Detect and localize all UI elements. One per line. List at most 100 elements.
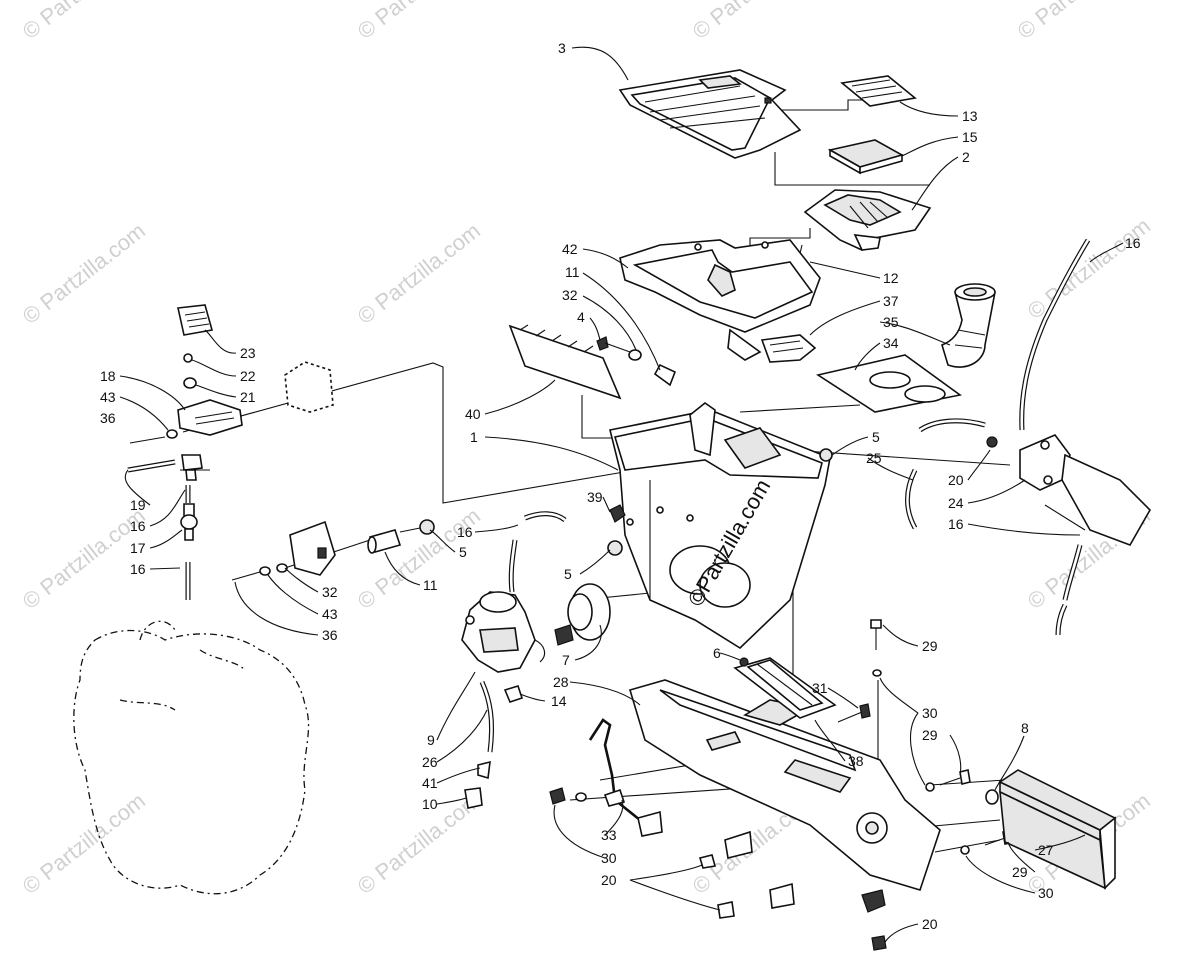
washer-30-top	[872, 669, 882, 677]
intake-boot	[941, 283, 996, 368]
callout-40: 40	[465, 406, 481, 422]
nut-22	[183, 353, 193, 363]
callout-36: 36	[100, 410, 116, 426]
washer-21	[183, 377, 197, 389]
plug-8	[985, 789, 999, 805]
bolt-29-mid	[939, 769, 971, 786]
callout-30: 30	[1038, 885, 1054, 901]
callout-16: 16	[130, 518, 146, 534]
label-plate	[177, 304, 214, 336]
callout-5: 5	[564, 566, 572, 582]
engine-outline-detail	[119, 620, 246, 711]
grommet	[760, 334, 817, 363]
pump-phantom	[284, 361, 334, 413]
fuel-pump	[1019, 434, 1151, 546]
callout-27: 27	[1038, 842, 1054, 858]
callout-1: 1	[470, 429, 478, 445]
callout-34: 34	[883, 335, 899, 351]
pump-hose-reference	[1044, 504, 1086, 531]
callout-17: 17	[130, 540, 146, 556]
washer-30-low	[960, 845, 970, 855]
silencer-gasket	[733, 657, 837, 719]
screw-36	[129, 436, 166, 444]
callout-22: 22	[240, 368, 256, 384]
bolt-31	[837, 703, 871, 723]
callout-31: 31	[812, 680, 828, 696]
callout-30: 30	[922, 705, 938, 721]
screw-washer-lower	[231, 563, 288, 581]
callout-19: 19	[130, 497, 146, 513]
watermark: © Partzilla.com	[353, 218, 485, 329]
watermark: © Partzilla.com	[18, 788, 150, 899]
callout-24: 24	[948, 495, 964, 511]
watermark: © Partzilla.com	[1013, 0, 1145, 44]
watermark: © Partzilla.com	[688, 0, 820, 44]
callout-12: 12	[883, 270, 899, 286]
callout-11: 11	[423, 577, 438, 593]
callout-16: 16	[1125, 235, 1141, 251]
callout-3: 3	[558, 40, 566, 56]
callout-35: 35	[883, 314, 899, 330]
callout-15: 15	[962, 129, 978, 145]
callout-43: 43	[100, 389, 116, 405]
fitting-10	[464, 787, 483, 809]
callout-36: 36	[322, 627, 338, 643]
mount-nuts	[549, 787, 887, 951]
grommet-right	[819, 448, 833, 462]
callout-21: 21	[240, 389, 256, 405]
callout-11: 11	[565, 264, 580, 280]
callout-28: 28	[553, 674, 569, 690]
callout-29: 29	[1012, 864, 1028, 880]
callout-37: 37	[883, 293, 899, 309]
clip	[609, 504, 626, 523]
callout-23: 23	[240, 345, 256, 361]
callout-41: 41	[422, 775, 438, 791]
washer-43	[166, 429, 178, 439]
silencer-housing	[629, 679, 941, 891]
callout-38: 38	[848, 753, 864, 769]
filter-element	[827, 139, 905, 175]
watermark-layer: © Partzilla.com © Partzilla.com © Partzi…	[18, 0, 1155, 899]
engine-outline	[73, 629, 310, 895]
callout-9: 9	[427, 732, 435, 748]
gasket-plate	[815, 354, 962, 413]
elbow-fitting	[181, 454, 203, 481]
airbox-upper	[619, 239, 821, 361]
insulator-strip	[508, 324, 622, 400]
leader-lines	[119, 46, 1124, 943]
filter-reference	[774, 152, 930, 186]
callout-18: 18	[100, 368, 116, 384]
callout-8: 8	[1021, 720, 1029, 736]
callout-6: 6	[713, 645, 721, 661]
callout-5: 5	[872, 429, 880, 445]
callout-33: 33	[601, 827, 617, 843]
callout-25: 25	[866, 450, 882, 466]
nut-6	[739, 657, 749, 667]
hoses	[127, 238, 1091, 753]
carburetor-adapter	[554, 583, 611, 646]
callout-10: 10	[422, 796, 438, 812]
intake-grille	[998, 769, 1117, 890]
callout-32: 32	[562, 287, 578, 303]
callout-42: 42	[562, 241, 578, 257]
callout-13: 13	[962, 108, 978, 124]
callout-30: 30	[601, 850, 617, 866]
watermark: © Partzilla.com	[18, 0, 150, 44]
callout-2: 2	[962, 149, 970, 165]
callout-26: 26	[422, 754, 438, 770]
watermark: © Partzilla.com	[1023, 213, 1155, 324]
spacer-sleeve	[367, 529, 402, 554]
callout-14: 14	[551, 693, 567, 709]
main-airbox	[609, 402, 831, 650]
spacer-reference	[399, 527, 421, 533]
watermark: © Partzilla.com	[18, 218, 150, 329]
carburetor	[461, 591, 546, 673]
intake-duct	[803, 189, 932, 251]
callout-29: 29	[922, 638, 938, 654]
callout-4: 4	[577, 309, 585, 325]
callout-32: 32	[322, 584, 338, 600]
callout-16: 16	[948, 516, 964, 532]
nut-20-pump	[986, 436, 998, 448]
callout-16: 16	[457, 524, 473, 540]
